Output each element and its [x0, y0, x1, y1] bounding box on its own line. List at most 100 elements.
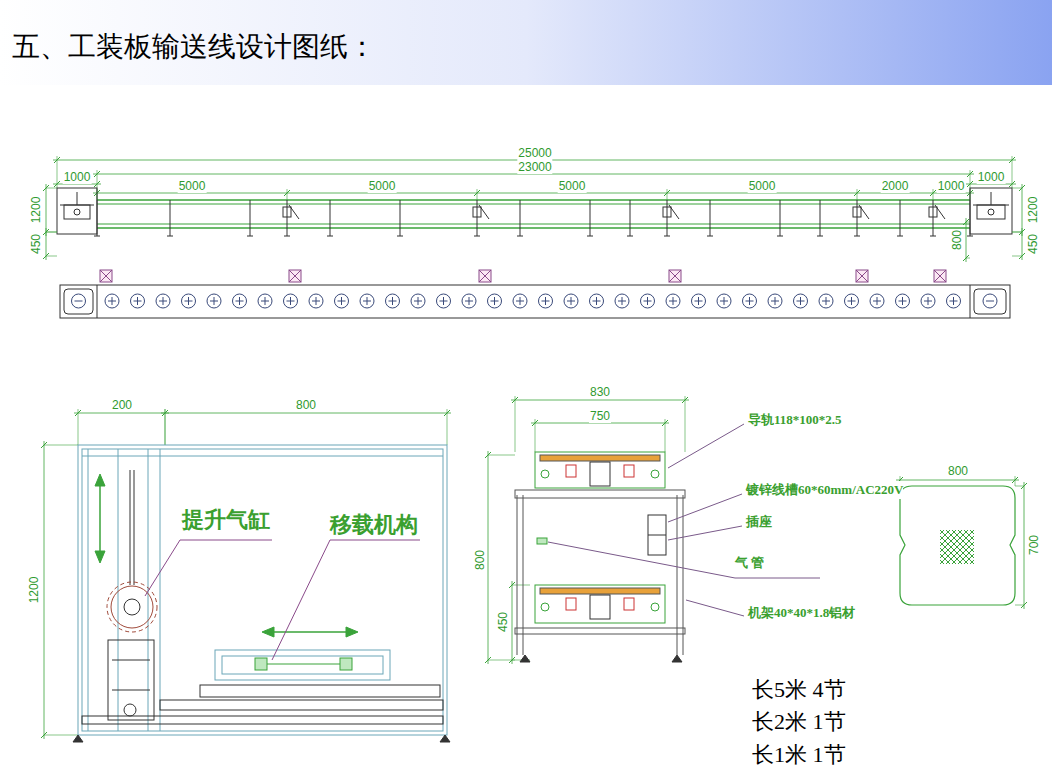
roller-wheel — [692, 294, 706, 308]
guide-rail-bar — [540, 588, 660, 594]
leader-line — [548, 542, 820, 578]
roller-cross — [418, 297, 419, 305]
roller-cross — [571, 297, 572, 305]
stop-box-cross — [934, 270, 946, 282]
leader-line — [686, 600, 744, 616]
base-beam — [160, 700, 443, 710]
joint-block — [283, 207, 291, 217]
roller-cross — [986, 301, 994, 302]
hatch-line — [964, 530, 974, 564]
transfer-base — [200, 685, 440, 697]
stop-box-cross — [669, 270, 681, 282]
extension-line — [857, 189, 858, 200]
conveyor-leg — [477, 200, 478, 236]
dimension-line — [1024, 482, 1025, 609]
motor-coil — [566, 598, 576, 610]
roller-wheel — [335, 294, 349, 308]
conveyor-foot — [854, 236, 860, 237]
conveyor-rail — [97, 199, 970, 201]
conveyor-foot — [284, 236, 290, 237]
roller-cross — [341, 297, 342, 305]
roller-cross — [239, 297, 240, 305]
conveyor-foot — [94, 236, 100, 237]
extension-line — [488, 455, 515, 456]
lift-cylinder-body — [108, 640, 154, 720]
conveyor-rail — [97, 204, 970, 205]
dimension-text: 200 — [111, 398, 133, 412]
conveyor-leg — [170, 200, 171, 236]
dimension-text: 5000 — [748, 179, 777, 193]
extension-line — [46, 232, 57, 233]
dimension-text: 830 — [589, 385, 611, 399]
leader-line — [330, 540, 420, 541]
conveyor-leg — [250, 200, 251, 236]
dimension-text: 1200 — [1026, 196, 1040, 225]
cylinder-detail — [112, 690, 150, 691]
roller-wheel — [641, 294, 655, 308]
roller-cross — [800, 297, 801, 305]
roller-cross — [698, 297, 699, 305]
dimension-tick — [963, 255, 969, 261]
roller-cross — [163, 297, 164, 305]
stop-box-cross — [289, 270, 301, 282]
end-station — [57, 188, 97, 234]
dimension-text: 5000 — [368, 179, 397, 193]
roller-cross — [290, 297, 291, 305]
roller-wheel — [794, 294, 808, 308]
roller-wheel — [437, 294, 451, 308]
roller-cross — [188, 297, 189, 305]
roller-wheel — [768, 294, 782, 308]
motion-arrow — [99, 482, 101, 555]
roller-cross — [953, 297, 954, 305]
stop-box-cross — [934, 270, 946, 282]
dimension-line — [896, 480, 1019, 481]
conveyor-foot — [627, 236, 633, 237]
part-note: 导轨118*100*2.5 — [748, 411, 842, 429]
frame-post — [88, 449, 89, 731]
joint-block — [473, 207, 481, 217]
stop-box-cross — [479, 270, 491, 282]
roller-wheel — [258, 294, 272, 308]
roller-wheel — [462, 294, 476, 308]
dimension-line — [966, 218, 967, 262]
conveyor-leg — [330, 200, 331, 236]
cylinder-detail — [112, 660, 150, 661]
leveling-foot — [73, 735, 83, 742]
hatch-line — [940, 530, 944, 564]
dimension-text: 5000 — [558, 179, 587, 193]
roller-cross — [673, 297, 674, 305]
roller-cross — [112, 297, 113, 305]
dimension-tick — [967, 181, 973, 187]
extension-line — [1012, 256, 1022, 257]
air-fitting — [537, 538, 547, 544]
dimension-text: 1200 — [29, 196, 43, 225]
transfer-cylinder — [340, 658, 352, 670]
dimension-text: 450 — [29, 233, 43, 255]
conveyor-rail — [97, 224, 970, 225]
roller-wheel — [615, 294, 629, 308]
pneumatic-stop-box — [100, 270, 112, 282]
arrow-head — [262, 627, 274, 637]
cylinder-rod — [130, 470, 131, 585]
quantity-note: 长5米 4节 — [752, 675, 846, 705]
page-title: 五、工装板输送线设计图纸： — [12, 28, 376, 66]
roller-cross — [724, 297, 725, 305]
frame-post — [517, 495, 518, 655]
part-note: 机架40*40*1.8铝材 — [748, 604, 855, 622]
dimension-line — [93, 193, 974, 194]
plan-end-plate — [64, 289, 93, 314]
stop-box-cross — [669, 270, 681, 282]
conveyor-foot — [327, 236, 333, 237]
roller-cross — [316, 297, 317, 305]
extension-line — [44, 445, 78, 446]
stop-box-cross — [100, 270, 112, 282]
conveyor-rail — [97, 227, 970, 229]
roller-cross — [749, 297, 750, 305]
roller-wheel — [666, 294, 680, 308]
dimension-text: 23000 — [517, 160, 552, 174]
conveyor-leg — [287, 200, 288, 236]
roller-cross — [545, 297, 546, 305]
frame-post — [683, 495, 684, 655]
conveyor-leg — [630, 200, 631, 236]
